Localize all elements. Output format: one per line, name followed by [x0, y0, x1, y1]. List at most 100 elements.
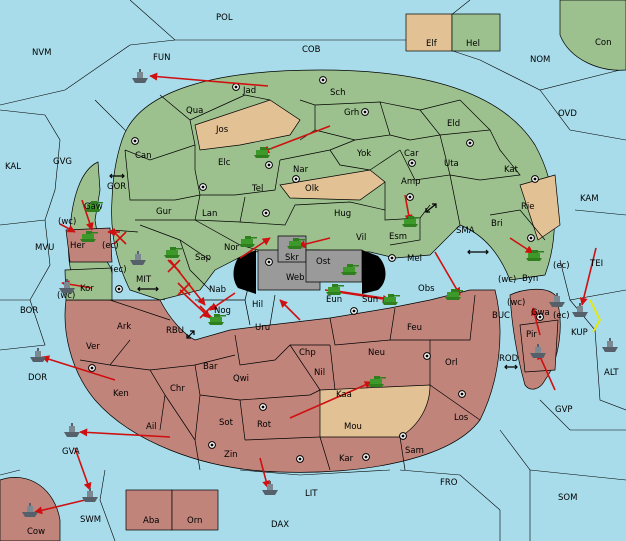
sea-label-gvp: GVP [555, 405, 573, 415]
province-label-mel: Mel [407, 254, 422, 264]
province-label-orl: Orl [445, 358, 458, 368]
province-label-ken: Ken [113, 389, 129, 399]
province-label-obs: Obs [418, 284, 435, 294]
province-label-hug: Hug [334, 209, 351, 219]
land-label-con: Con [595, 38, 612, 48]
sea-label-gvg: GVG [53, 157, 72, 167]
province-hel[interactable] [451, 13, 501, 52]
supply-center-icon [350, 307, 358, 315]
coast-label-her-ec: (ec) [102, 241, 119, 251]
sea-label-buc: BUC [492, 311, 510, 321]
province-label-nog: Nog [214, 306, 231, 316]
province-label-mou: Mou [344, 422, 362, 432]
province-label-car: Car [404, 149, 419, 159]
supply-center-icon [265, 258, 273, 266]
province-label-gaw: Gaw [84, 202, 103, 212]
province-aba[interactable] [125, 489, 173, 531]
province-label-rot: Rot [257, 420, 272, 430]
supply-center-icon [208, 441, 216, 449]
province-lake-east[interactable] [362, 250, 386, 294]
province-olk[interactable] [279, 169, 386, 201]
province-label-amp: Amp [401, 177, 421, 187]
sea-label-fun: FUN [153, 53, 170, 63]
sea-label-pol: POL [216, 13, 233, 23]
province-lake-west[interactable] [233, 250, 257, 294]
supply-center-icon [527, 234, 535, 242]
province-label-nil: Nil [314, 368, 325, 378]
province-label-skr: Skr [285, 253, 299, 263]
sea-label-dax: DAX [271, 520, 289, 530]
sea-label-kal: KAL [5, 162, 21, 172]
sea-label-sma: SMA [456, 226, 475, 236]
province-rie[interactable] [519, 174, 561, 241]
province-label-gur: Gur [156, 207, 172, 217]
supply-center-icon [296, 455, 304, 463]
province-elf[interactable] [405, 13, 453, 52]
province-label-sch: Sch [330, 88, 345, 98]
province-label-byn: Byn [522, 274, 538, 284]
province-borders [79, 94, 546, 471]
province-label-ark: Ark [117, 322, 131, 332]
sea-label-nom: NOM [530, 55, 550, 65]
sea-label-cob: COB [302, 45, 321, 55]
supply-center-icon [423, 352, 431, 360]
sea-label-tei: TEI [589, 259, 603, 269]
province-label-kat: Kat [504, 165, 519, 175]
province-label-sot: Sot [219, 418, 234, 428]
sea-label-swm: SWM [80, 515, 101, 525]
province-label-sun: Sun [362, 295, 378, 305]
province-label-eun: Eun [326, 295, 342, 305]
province-label-bar: Bar [203, 362, 218, 372]
province-label-zin: Zin [224, 450, 238, 460]
supply-center-icon [406, 193, 414, 201]
province-label-orn: Orn [187, 516, 202, 526]
supply-center-icon [131, 137, 139, 145]
province-label-elc: Elc [218, 158, 231, 168]
province-label-neu: Neu [368, 348, 385, 358]
support-order-arrow [589, 299, 602, 333]
province-label-chr: Chr [170, 384, 185, 394]
supply-center-icon [232, 83, 240, 91]
province-label-qwi: Qwi [233, 374, 249, 384]
province-label-her: Her [70, 241, 86, 251]
sea-labels: POL NVM FUN COB NOM OVD KAL GVG KAM GOR … [5, 13, 619, 530]
province-label-grh: Grh [344, 108, 359, 118]
province-label-hel: Hel [466, 39, 480, 49]
supply-center-icon [466, 139, 474, 147]
province-label-uru: Uru [255, 323, 270, 333]
province-label-yok: Yok [356, 149, 371, 159]
supply-center-icon [458, 390, 466, 398]
coast-label-gwa-ec: (ec) [553, 311, 570, 321]
sea-label-mvu: MVU [35, 243, 54, 253]
province-label-elf: Elf [426, 39, 438, 49]
supply-center-icon [399, 432, 407, 440]
province-her[interactable] [65, 227, 113, 263]
province-label-can: Can [135, 151, 152, 161]
province-label-tel: Tel [251, 184, 263, 194]
province-label-nar: Nar [293, 165, 309, 175]
sea-label-rod: ROD [499, 354, 519, 364]
sea-label-nvm: NVM [32, 48, 52, 58]
province-label-aba: Aba [143, 516, 159, 526]
province-label-ost: Ost [316, 257, 331, 267]
supply-center-icon [199, 183, 207, 191]
coast-label-kor-wc: (wc) [57, 291, 75, 301]
province-label-gwa: Gwa [531, 308, 550, 318]
coast-label-kor-ec: (ec) [110, 265, 127, 275]
province-label-esm: Esm [389, 232, 407, 242]
supply-center-icon [531, 175, 539, 183]
supply-center-icon [388, 254, 396, 262]
sea-label-kam: KAM [580, 194, 599, 204]
province-label-bri: Bri [491, 219, 503, 229]
sea-label-kup: KUP [571, 328, 588, 338]
sea-label-rbu: RBU [166, 326, 184, 336]
province-orn[interactable] [171, 489, 219, 531]
province-label-ver: Ver [86, 342, 100, 352]
province-label-qua: Qua [186, 106, 203, 116]
province-label-cow: Cow [27, 527, 45, 537]
province-label-los: Los [454, 413, 469, 423]
province-label-web: Web [286, 273, 305, 283]
passage-markers [109, 173, 518, 370]
